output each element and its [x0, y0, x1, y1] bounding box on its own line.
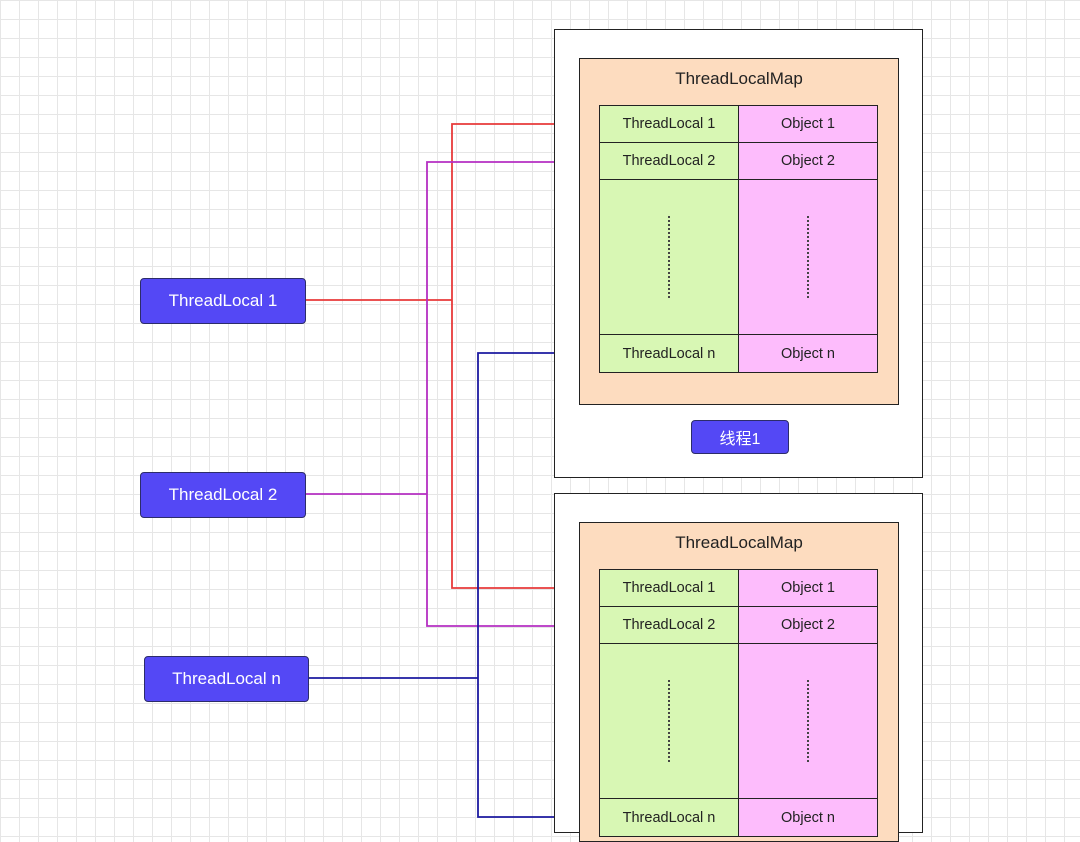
vertical-ellipsis-icon — [807, 680, 809, 762]
map-title: ThreadLocalMap — [675, 533, 803, 552]
map-row: ThreadLocal n Object n — [600, 335, 877, 372]
vertical-ellipsis-icon — [668, 216, 670, 298]
threadlocal-1-label: ThreadLocal 1 — [168, 291, 278, 310]
ellipsis-value — [739, 644, 877, 798]
threadlocalmap-1: ThreadLocalMap ThreadLocal 1 Object 1 Th… — [579, 58, 899, 405]
vertical-ellipsis-icon — [807, 216, 809, 298]
ellipsis-value — [739, 180, 877, 334]
wire-threadlocal-1-to-thread2 — [451, 300, 598, 588]
threadlocal-n-node: ThreadLocal n — [144, 656, 309, 702]
thread-2-box: ThreadLocalMap ThreadLocal 1 Object 1 Th… — [554, 493, 923, 842]
threadlocal-1-node: ThreadLocal 1 — [140, 278, 306, 324]
map-key: ThreadLocal n — [600, 799, 739, 836]
map-table: ThreadLocal 1 Object 1 ThreadLocal 2 Obj… — [599, 105, 878, 373]
map-row: ThreadLocal 2 Object 2 — [600, 607, 877, 644]
map-key: ThreadLocal 1 — [600, 106, 739, 142]
thread-label: 线程1 — [691, 420, 789, 454]
map-value: Object n — [739, 335, 877, 372]
map-row: ThreadLocal 2 Object 2 — [600, 143, 877, 180]
map-row-ellipsis — [600, 180, 877, 335]
wire-threadlocal-1-to-thread1 — [451, 124, 598, 300]
vertical-ellipsis-icon — [668, 680, 670, 762]
ellipsis-key — [600, 644, 739, 798]
map-row: ThreadLocal 1 Object 1 — [600, 106, 877, 143]
map-table: ThreadLocal 1 Object 1 ThreadLocal 2 Obj… — [599, 569, 878, 837]
map-key: ThreadLocal 1 — [600, 570, 739, 606]
map-row: ThreadLocal 1 Object 1 — [600, 570, 877, 607]
ellipsis-key — [600, 180, 739, 334]
threadlocal-2-label: ThreadLocal 2 — [168, 485, 278, 504]
wire-threadlocal-2-to-thread2 — [426, 494, 598, 626]
map-value: Object 2 — [739, 607, 877, 643]
map-row: ThreadLocal n Object n — [600, 799, 877, 836]
threadlocal-n-label: ThreadLocal n — [172, 669, 281, 688]
map-title: ThreadLocalMap — [675, 69, 803, 88]
thread-1-box: ThreadLocalMap ThreadLocal 1 Object 1 Th… — [554, 29, 923, 478]
threadlocalmap-2: ThreadLocalMap ThreadLocal 1 Object 1 Th… — [579, 522, 899, 842]
map-value: Object 2 — [739, 143, 877, 179]
map-key: ThreadLocal n — [600, 335, 739, 372]
map-key: ThreadLocal 2 — [600, 607, 739, 643]
map-value: Object 1 — [739, 570, 877, 606]
map-value: Object 1 — [739, 106, 877, 142]
wire-threadlocal-2-to-thread1 — [426, 162, 598, 494]
threadlocal-diagram: ThreadLocal 1 ThreadLocal 2 ThreadLocal … — [140, 29, 923, 842]
map-row-ellipsis — [600, 644, 877, 799]
map-value: Object n — [739, 799, 877, 836]
map-key: ThreadLocal 2 — [600, 143, 739, 179]
threadlocal-2-node: ThreadLocal 2 — [140, 472, 306, 518]
